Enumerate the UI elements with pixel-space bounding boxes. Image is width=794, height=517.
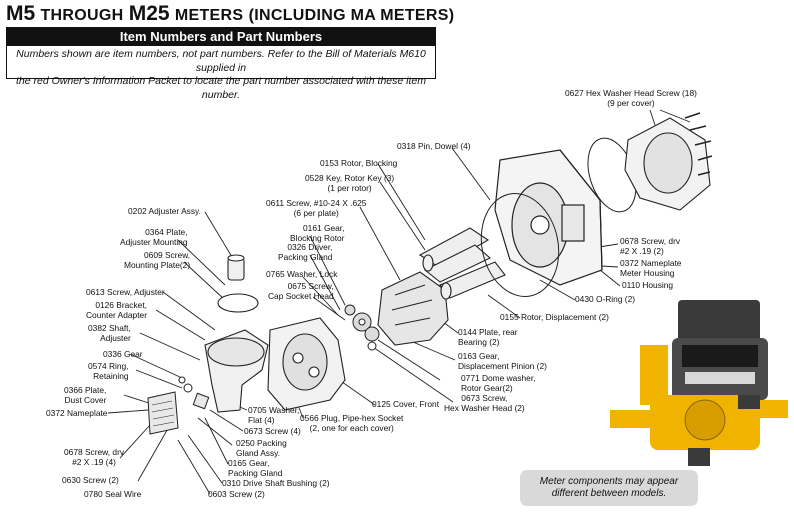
label-0673-hex-screw: 0673 Screw,Hex Washer Head (2): [444, 393, 525, 413]
label-0678-screw-2: 0678 Screw, drv#2 X .19 (2): [620, 236, 681, 256]
housing-part: [494, 149, 603, 286]
label-0627: 0627 Hex Washer Head Screw (18)(9 per co…: [565, 88, 697, 108]
label-0126: 0126 Bracket,Counter Adapter: [86, 300, 147, 320]
front-cover-part: [267, 317, 346, 411]
page-title: M5 through M25 Meters (including MA Mete…: [6, 2, 455, 25]
label-0163: 0163 Gear,Displacement Pinion (2): [458, 351, 547, 371]
notice-box: Numbers shown are item numbers, not part…: [6, 46, 436, 101]
label-0673-screw-4: 0673 Screw (4): [244, 426, 301, 436]
label-0613: 0613 Screw, Adjuster: [86, 287, 165, 297]
rear-cover-part: [624, 112, 713, 211]
label-0382: 0382 Shaft,Adjuster: [88, 323, 131, 343]
label-0675: 0675 Screw,Cap Socket Head: [268, 281, 334, 301]
label-0366: 0366 Plate,Dust Cover: [64, 385, 107, 405]
label-0528: 0528 Key, Rotor Key (3)(1 per rotor): [305, 173, 395, 193]
notice-line-1: Numbers shown are item numbers, not part…: [16, 48, 426, 74]
adjuster-assembly-part: [204, 254, 269, 413]
section-header: Item Numbers and Part Numbers: [6, 27, 436, 46]
label-0310: 0310 Drive Shaft Bushing (2): [222, 478, 330, 488]
label-0110: 0110 Housing: [622, 280, 674, 290]
label-0153: 0153 Rotor, Blocking: [320, 158, 398, 168]
label-0574: 0574 Ring,Retaining: [88, 361, 129, 381]
label-0202: 0202 Adjuster Assy.: [128, 206, 201, 216]
label-0336: 0336 Gear: [103, 349, 143, 359]
label-0705: 0705 Washer,Flat (4): [248, 405, 300, 425]
label-0630: 0630 Screw (2): [62, 475, 119, 485]
label-0125: 0125 Cover, Front: [372, 399, 440, 409]
gears-part: [344, 304, 380, 351]
rear-bearing-plate-part: [377, 271, 449, 346]
assembled-meter-image: [610, 300, 788, 466]
label-0165: 0165 Gear,Packing Gland: [228, 458, 283, 478]
components-note: Meter components may appear different be…: [520, 470, 698, 506]
notice-line-2: the red Owner's Information Packet to lo…: [16, 75, 426, 101]
label-0430: 0430 O-Ring (2): [575, 294, 636, 304]
label-0326: 0326 Driver,Packing Gland: [278, 242, 333, 262]
label-0611: 0611 Screw, #10-24 X .625(6 per plate): [266, 198, 367, 218]
label-0603: 0603 Screw (2): [208, 489, 265, 499]
label-0780: 0780 Seal Wire: [84, 489, 142, 499]
label-0609: 0609 Screw,Mounting Plate(2): [124, 250, 191, 270]
label-0161: 0161 Gear,Blocking Rotor: [290, 223, 345, 243]
label-0771: 0771 Dome washer,Rotor Gear(2): [461, 373, 536, 393]
label-0155: 0155 Rotor, Displacement (2): [500, 312, 609, 322]
label-0364: 0364 Plate,Adjuster Mounting: [120, 227, 188, 247]
label-0372-nameplate: 0372 Nameplate: [46, 408, 108, 418]
label-0566: 0566 Plug, Pipe-hex Socket(2, one for ea…: [300, 413, 404, 433]
label-0765: 0765 Washer, Lock: [266, 269, 338, 279]
label-0318: 0318 Pin, Dowel (4): [397, 141, 471, 151]
nameplate-part: [147, 376, 210, 435]
label-0678-screw-4: 0678 Screw, drv#2 X .19 (4): [64, 447, 125, 467]
